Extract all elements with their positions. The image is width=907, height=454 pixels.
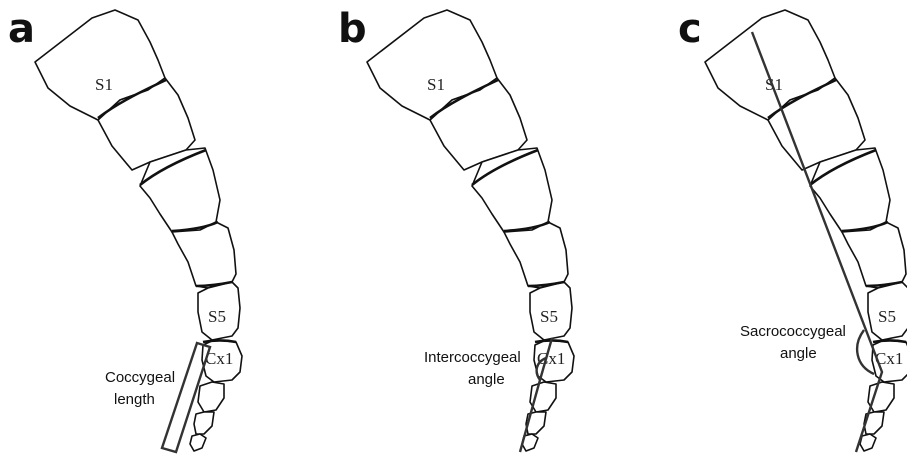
vertebra-label-s1: S1 — [95, 75, 113, 94]
panel-letter: c — [678, 6, 702, 52]
annotation-line-1: Sacrococcygeal — [740, 323, 846, 340]
vertebra-label-s5: S5 — [878, 307, 896, 326]
panel-letter: a — [8, 6, 35, 52]
vertebra-label-cx1: Cx1 — [537, 349, 565, 368]
annotation-line-2: angle — [468, 371, 505, 388]
annotation-line-2: length — [114, 391, 155, 408]
annotation-line-2: angle — [780, 345, 817, 362]
vertebra-label-s5: S5 — [540, 307, 558, 326]
annotation-line-1: Intercoccygeal — [424, 349, 521, 366]
vertebra-label-s1: S1 — [427, 75, 445, 94]
panel-b: b S1 S5 Cx1 Intercoccygeal angle — [338, 6, 574, 452]
annotation-line-1: Coccygeal — [105, 369, 175, 386]
panel-a: a S1 S5 Cx1 Coccygeal length — [8, 6, 242, 452]
panel-c: c S1 S5 Cx1 Sacrococcygeal angle — [678, 6, 907, 452]
vertebra-label-s5: S5 — [208, 307, 226, 326]
panel-letter: b — [338, 6, 367, 52]
